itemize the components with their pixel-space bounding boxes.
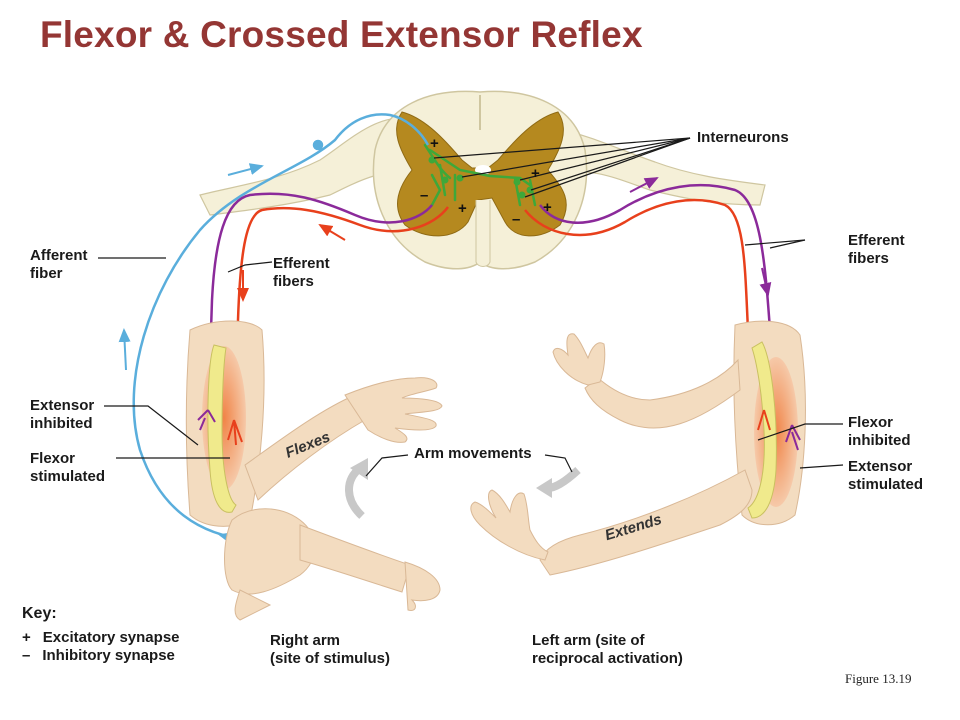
figure-caption: Figure 13.19 (845, 671, 912, 686)
label-flexor-stimulated-line1: Flexor (30, 450, 76, 467)
label-flexor-inhibited-line1: Flexor (848, 414, 894, 431)
label-extensor-inhibited: Extensor inhibited (30, 397, 94, 433)
key-title: Key: (22, 605, 57, 622)
synapse-plus-4: + (543, 199, 552, 216)
flex-movement-arrow (345, 458, 368, 519)
afferent-fiber (132, 113, 430, 542)
key-text-excitatory: Excitatory synapse (42, 629, 180, 646)
label-arm-movements: Arm movements (414, 445, 532, 462)
label-left-arm-line1: Left arm (site of (532, 632, 645, 649)
synapse-minus-1: – (420, 187, 428, 204)
synapse-plus-1: + (430, 135, 439, 152)
efferent-arrow-left-upper (318, 223, 346, 241)
key-symbol-minus: – (22, 647, 31, 664)
right-arm (185, 320, 443, 621)
efferent-fibers-left (206, 192, 450, 441)
left-arm (470, 320, 806, 576)
label-efferent-fibers-right: Efferent fibers (848, 232, 905, 268)
label-left-arm-line2: reciprocal activation) (532, 650, 683, 667)
label-extensor-stimulated-line1: Extensor (848, 458, 913, 475)
efferent-arrow-right-lower (759, 267, 772, 297)
label-left-arm: Left arm (site of reciprocal activation) (532, 632, 683, 668)
key-text-inhibitory: Inhibitory synapse (42, 647, 175, 664)
key-legend: Key: + Excitatory synapse – Inhibitory s… (22, 605, 180, 665)
label-efferent-left-line2: fibers (273, 273, 314, 290)
label-right-arm: Right arm (site of stimulus) (270, 632, 390, 668)
label-efferent-right-line2: fibers (848, 250, 889, 267)
label-efferent-fibers-left: Efferent fibers (273, 255, 330, 291)
interneurons-leaders (433, 137, 691, 198)
leader-lines (98, 239, 844, 477)
efferent-fibers-right (524, 183, 792, 441)
synapse-plus-2: + (458, 200, 467, 217)
label-afferent-fiber: Afferent fiber (30, 247, 88, 283)
extend-movement-arrow (536, 467, 581, 498)
key-item-inhibitory: – Inhibitory synapse (22, 647, 180, 665)
label-extensor-stimulated-line2: stimulated (848, 476, 924, 493)
label-extensor-stimulated: Extensor stimulated (848, 458, 923, 494)
label-right-arm-line1: Right arm (270, 632, 341, 649)
label-flexor-inhibited: Flexor inhibited (848, 414, 911, 450)
label-extensor-inhibited-line2: inhibited (30, 415, 93, 432)
label-efferent-right-line1: Efferent (848, 232, 905, 249)
efferent-arrow-right-upper (629, 177, 659, 193)
afferent-arrow-mid (118, 328, 131, 371)
spinal-cord (372, 90, 588, 270)
interneuron-somata (428, 156, 534, 199)
synapse-plus-3: + (531, 165, 540, 182)
afferent-arrow-top (227, 163, 264, 176)
label-afferent-fiber-line1: Afferent (30, 247, 88, 264)
key-symbol-plus: + (22, 629, 31, 646)
page-title: Flexor & Crossed Extensor Reflex (40, 14, 643, 55)
synapse-minus-2: – (512, 211, 520, 228)
label-flexor-inhibited-line2: inhibited (848, 432, 911, 449)
key-item-excitatory: + Excitatory synapse (22, 629, 180, 647)
label-afferent-fiber-line2: fiber (30, 265, 63, 282)
label-efferent-left-line1: Efferent (273, 255, 330, 272)
label-flexor-stimulated: Flexor stimulated (30, 450, 105, 486)
label-interneurons: Interneurons (697, 129, 789, 146)
label-flexor-stimulated-line2: stimulated (30, 468, 106, 485)
label-extensor-inhibited-line1: Extensor (30, 397, 95, 414)
spinal-nerve-left (199, 117, 421, 216)
label-right-arm-line2: (site of stimulus) (270, 650, 391, 667)
